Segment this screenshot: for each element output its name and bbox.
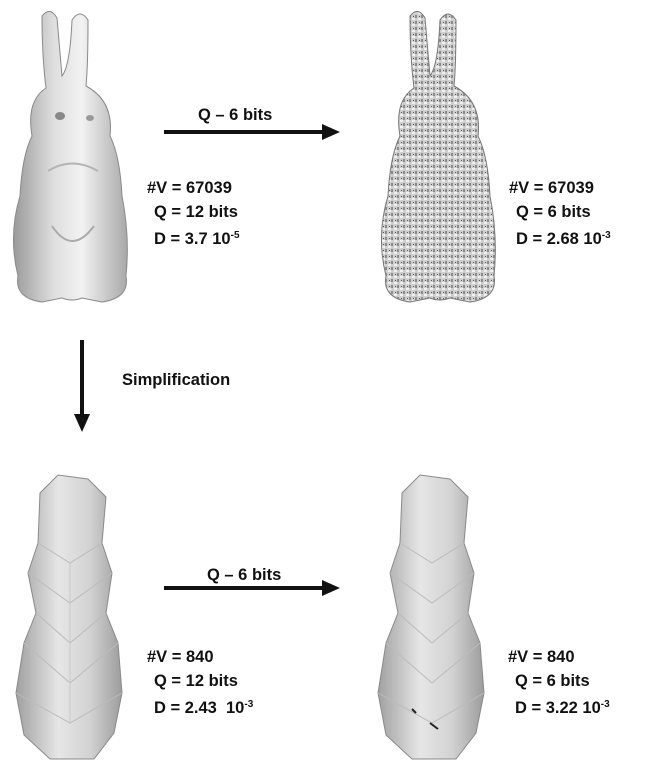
vertex-count: #V = 67039 — [509, 176, 611, 200]
bunny-simplified — [10, 473, 130, 763]
distortion: D = 3.22 10-3 — [508, 693, 610, 720]
distortion: D = 3.7 10-5 — [147, 224, 240, 251]
bottom-right-arrow — [164, 578, 340, 598]
bunny-simplified-quantized — [372, 473, 492, 763]
vertex-count: #V = 840 — [508, 645, 610, 669]
stats-bottom-right: #V = 840 Q = 6 bits D = 3.22 10-3 — [508, 645, 610, 720]
vertex-count: #V = 67039 — [147, 176, 240, 200]
distortion: D = 2.43 10-3 — [147, 693, 253, 720]
vertex-count: #V = 840 — [147, 645, 253, 669]
top-right-arrow — [164, 122, 340, 142]
bunny-high-res-quantized — [370, 6, 508, 306]
down-arrow-caption: Simplification — [122, 371, 230, 390]
down-arrow — [72, 340, 92, 432]
distortion: D = 2.68 10-3 — [509, 224, 611, 251]
quantization: Q = 6 bits — [508, 669, 610, 693]
bunny-high-res-smooth — [2, 6, 140, 306]
quantization: Q = 12 bits — [147, 200, 240, 224]
stats-top-left: #V = 67039 Q = 12 bits D = 3.7 10-5 — [147, 176, 240, 251]
stats-bottom-left: #V = 840 Q = 12 bits D = 2.43 10-3 — [147, 645, 253, 720]
quantization: Q = 6 bits — [509, 200, 611, 224]
quantization: Q = 12 bits — [147, 669, 253, 693]
stats-top-right: #V = 67039 Q = 6 bits D = 2.68 10-3 — [509, 176, 611, 251]
